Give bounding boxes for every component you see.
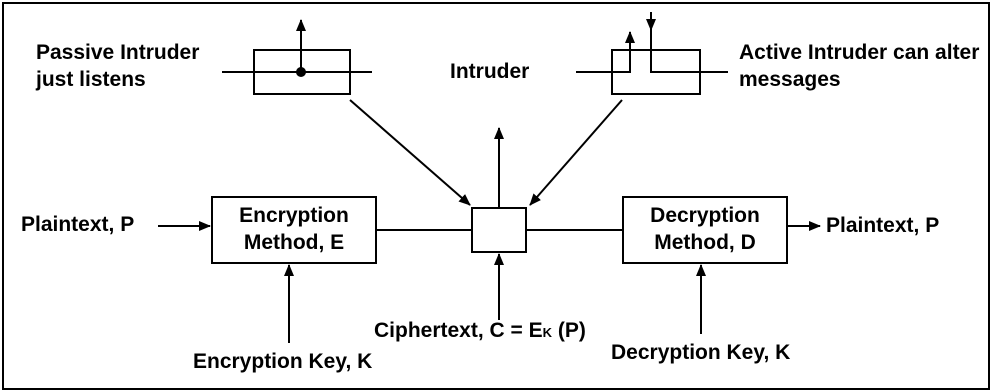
passive-intruder-label-line1: Passive Intruder [36,41,200,64]
plaintext-output-text: Plaintext, P [826,214,940,237]
decryption-method-label-line1: Decryption [650,204,760,227]
intruder-label: Intruder [450,60,530,83]
active-intruder-label-line1: Active Intruder can alter [739,41,980,64]
decryption-key-label: Decryption Key, K [611,341,791,364]
passive-intruder-label-line2: just listens [36,68,146,91]
ciphertext-box [471,207,527,253]
ciphertext-label-prefix: Ciphertext, C = E [374,319,543,342]
ciphertext-label-subscript: K [542,325,553,340]
plaintext-output-label: Plaintext, P [826,214,939,238]
active-to-channel-arrow [529,99,623,206]
decryption-method-label-line2: Method, D [654,231,756,254]
ciphertext-label-suffix: (P) [552,319,586,342]
encryption-method-label-line2: Method, E [243,231,345,254]
encryption-method-label-line1: Encryption [239,204,349,227]
plaintext-input-label: Plaintext, P [21,213,135,236]
active-tap-symbol [576,12,728,95]
passive-to-channel-arrow [349,99,471,206]
encryption-key-label: Encryption Key, K [193,350,373,373]
ciphertext-label: Ciphertext, C = EK (P) [374,319,586,345]
passive-tap-symbol [222,19,372,95]
active-intruder-label-line2: messages [739,68,841,91]
